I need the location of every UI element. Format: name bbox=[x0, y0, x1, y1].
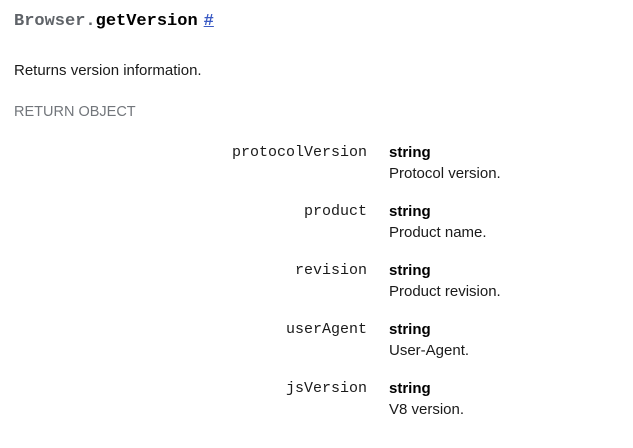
property-body: string V8 version. bbox=[389, 378, 625, 420]
property-name: product bbox=[303, 203, 367, 220]
list-item: revision string Product revision. bbox=[0, 260, 633, 319]
property-description: Product name. bbox=[389, 224, 487, 241]
property-type: string bbox=[389, 144, 431, 161]
property-name: revision bbox=[294, 262, 367, 279]
property-description: Protocol version. bbox=[389, 165, 501, 182]
property-description: Product revision. bbox=[389, 283, 501, 300]
list-item: userAgent string User-Agent. bbox=[0, 319, 633, 378]
property-type: string bbox=[389, 380, 431, 397]
list-item: jsVersion string V8 version. bbox=[0, 378, 633, 437]
page-title: Browser.getVersion # bbox=[14, 11, 214, 33]
property-name: protocolVersion bbox=[231, 144, 367, 161]
property-name: userAgent bbox=[285, 321, 367, 338]
property-type: string bbox=[389, 203, 431, 220]
method-name: getVersion bbox=[95, 12, 198, 31]
property-type: string bbox=[389, 321, 431, 338]
method-domain-prefix: Browser. bbox=[14, 12, 96, 31]
property-body: string Product revision. bbox=[389, 260, 625, 302]
anchor-link-icon[interactable]: # bbox=[203, 12, 214, 31]
property-body: string Protocol version. bbox=[389, 142, 625, 184]
list-item: protocolVersion string Protocol version. bbox=[0, 142, 633, 201]
property-body: string Product name. bbox=[389, 201, 625, 243]
property-type: string bbox=[389, 262, 431, 279]
property-body: string User-Agent. bbox=[389, 319, 625, 361]
list-item: product string Product name. bbox=[0, 201, 633, 260]
property-description: User-Agent. bbox=[389, 342, 470, 359]
property-name: jsVersion bbox=[285, 380, 367, 397]
method-summary: Returns version information. bbox=[14, 62, 202, 79]
property-description: V8 version. bbox=[389, 401, 465, 418]
section-label-return-object: RETURN OBJECT bbox=[14, 104, 136, 120]
return-object-property-list: protocolVersion string Protocol version.… bbox=[0, 142, 633, 437]
